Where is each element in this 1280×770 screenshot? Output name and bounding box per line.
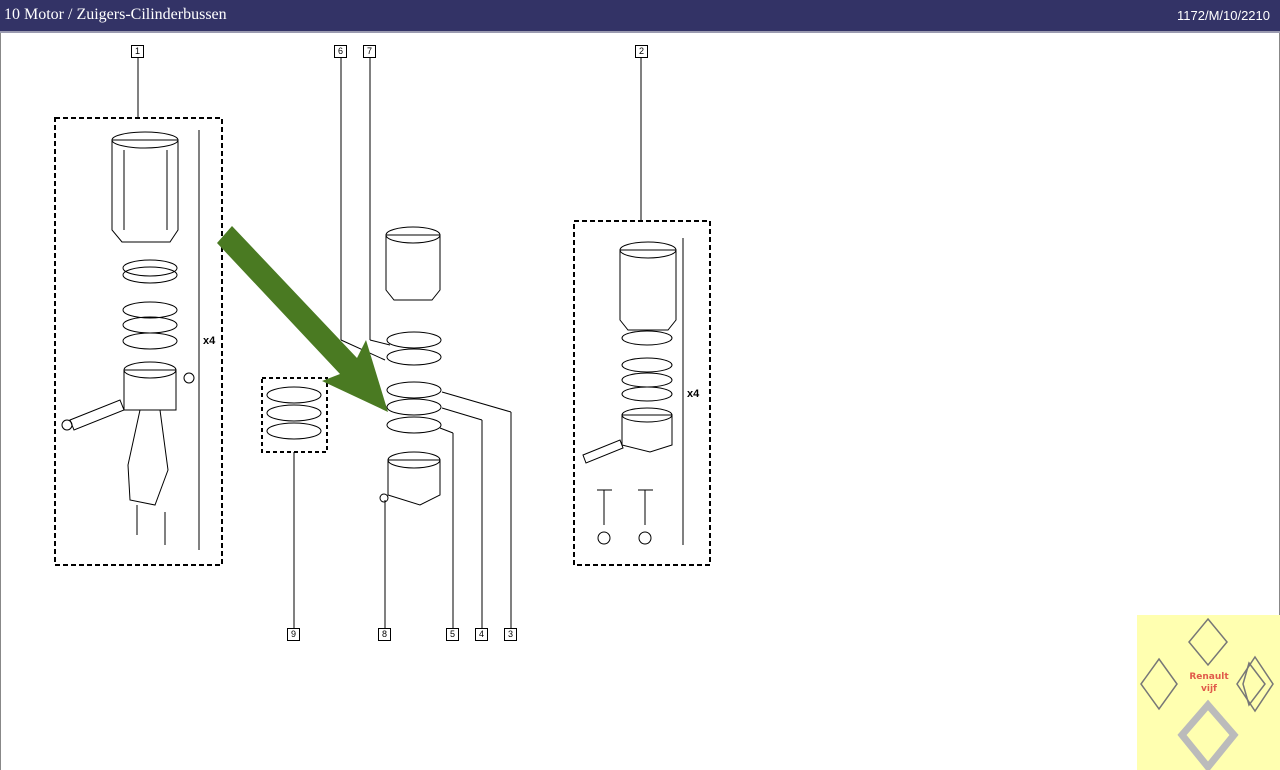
callout-5[interactable]: 5: [446, 628, 459, 641]
callout-9[interactable]: 9: [287, 628, 300, 641]
renault-vijf-logo[interactable]: Renault vijf: [1137, 615, 1280, 770]
callout-8[interactable]: 8: [378, 628, 391, 641]
callout-4[interactable]: 4: [475, 628, 488, 641]
highlight-arrow: [217, 226, 388, 412]
quantity-label: x4: [687, 388, 700, 400]
page-title: 10 Motor / Zuigers-Cilinderbussen: [4, 6, 227, 23]
logo-line-1: Renault: [1189, 672, 1229, 682]
callout-3[interactable]: 3: [504, 628, 517, 641]
callout-7[interactable]: 7: [363, 45, 376, 58]
renault-diamond-logos: [1140, 617, 1274, 770]
callout-1[interactable]: 1: [131, 45, 144, 58]
title-bar: 10 Motor / Zuigers-Cilinderbussen 1172/M…: [0, 0, 1280, 33]
callout-2[interactable]: 2: [635, 45, 648, 58]
diagram-code: 1172/M/10/2210: [1177, 8, 1270, 23]
logo-line-2: vijf: [1201, 684, 1217, 694]
quantity-label: x4: [203, 335, 216, 347]
callout-6[interactable]: 6: [334, 45, 347, 58]
